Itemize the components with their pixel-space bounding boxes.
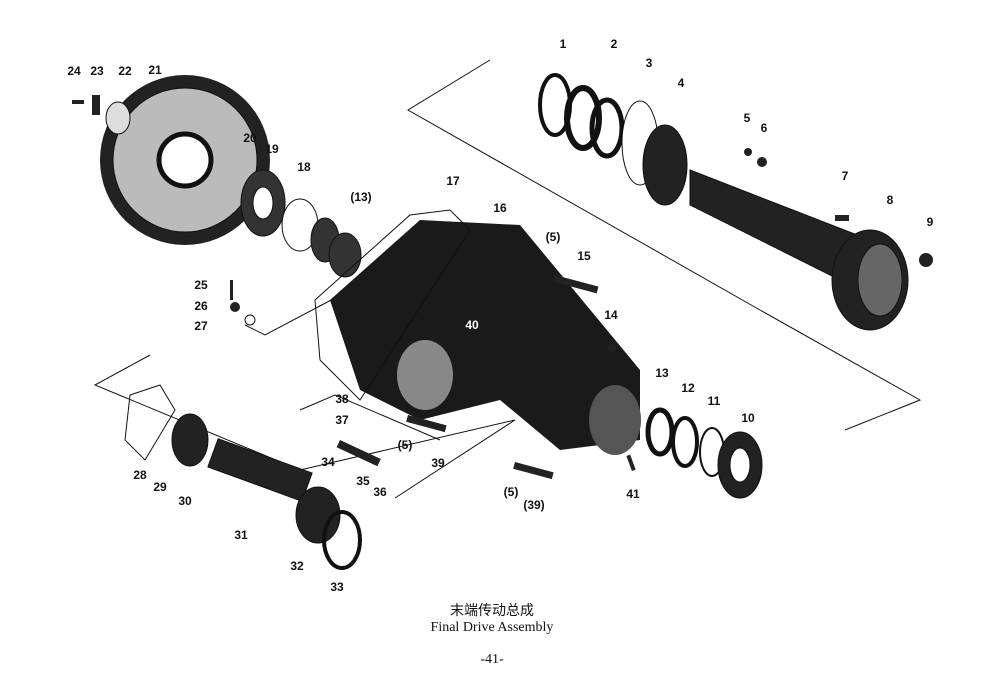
caption-title-english: Final Drive Assembly: [430, 620, 554, 635]
group-outline-gear: [244, 297, 336, 336]
part-label: 6: [760, 121, 768, 135]
page-number: -41-: [480, 652, 504, 667]
part-label: 22: [118, 64, 132, 78]
part-label: 37: [335, 413, 349, 427]
part-label: 23: [90, 64, 104, 78]
part-label: 32: [290, 559, 304, 573]
part-label: 13: [655, 366, 669, 380]
part-label: 8: [886, 193, 894, 207]
bearings-left: [240, 169, 362, 278]
part-label: 12: [681, 381, 695, 395]
part-label: 4: [677, 76, 685, 90]
part-label: 39: [431, 456, 445, 470]
part-label: 27: [194, 319, 208, 333]
part-label: 11: [707, 394, 721, 408]
part-label: (5): [397, 438, 413, 452]
part-label: 9: [926, 215, 934, 229]
final-drive-housing: [314, 209, 641, 455]
part-label: 18: [297, 160, 311, 174]
part-label: (5): [503, 485, 519, 499]
group-outline-axle: [407, 59, 922, 431]
part-label: 30: [178, 494, 192, 508]
small-parts: [72, 95, 933, 480]
part-label: (5): [545, 230, 561, 244]
part-label: 29: [153, 480, 167, 494]
part-label: 2: [610, 37, 618, 51]
part-label: 20: [243, 131, 257, 145]
part-label: 5: [743, 111, 751, 125]
part-label: 26: [194, 299, 208, 313]
outer-bearings: [645, 407, 763, 499]
part-label: 14: [604, 308, 618, 322]
part-label: 15: [577, 249, 591, 263]
part-label: 31: [234, 528, 248, 542]
part-label: 16: [493, 201, 507, 215]
part-label: 1: [559, 37, 567, 51]
part-label: 21: [148, 63, 162, 77]
part-label: 25: [194, 278, 208, 292]
axle-shaft-assembly: [538, 73, 909, 331]
part-label: 7: [841, 169, 849, 183]
part-label: 28: [133, 468, 147, 482]
part-label: 38: [335, 392, 349, 406]
group-outline-bolt: [299, 394, 441, 441]
part-label: 34: [321, 455, 335, 469]
part-label: 19: [265, 142, 279, 156]
part-label: (39): [523, 498, 545, 512]
part-label: 36: [373, 485, 387, 499]
part-label: 24: [67, 64, 81, 78]
part-label: 10: [741, 411, 755, 425]
part-label: 41: [626, 487, 640, 501]
part-label: 3: [645, 56, 653, 70]
part-label: 17: [446, 174, 460, 188]
caption-title-chinese: 末端传动总成: [450, 603, 534, 619]
part-label: 35: [356, 474, 370, 488]
part-label: 40: [465, 318, 479, 332]
pinion-assembly: [124, 384, 362, 570]
bull-gear: [100, 75, 270, 245]
part-label: 33: [330, 580, 344, 594]
part-label: (13): [350, 190, 372, 204]
